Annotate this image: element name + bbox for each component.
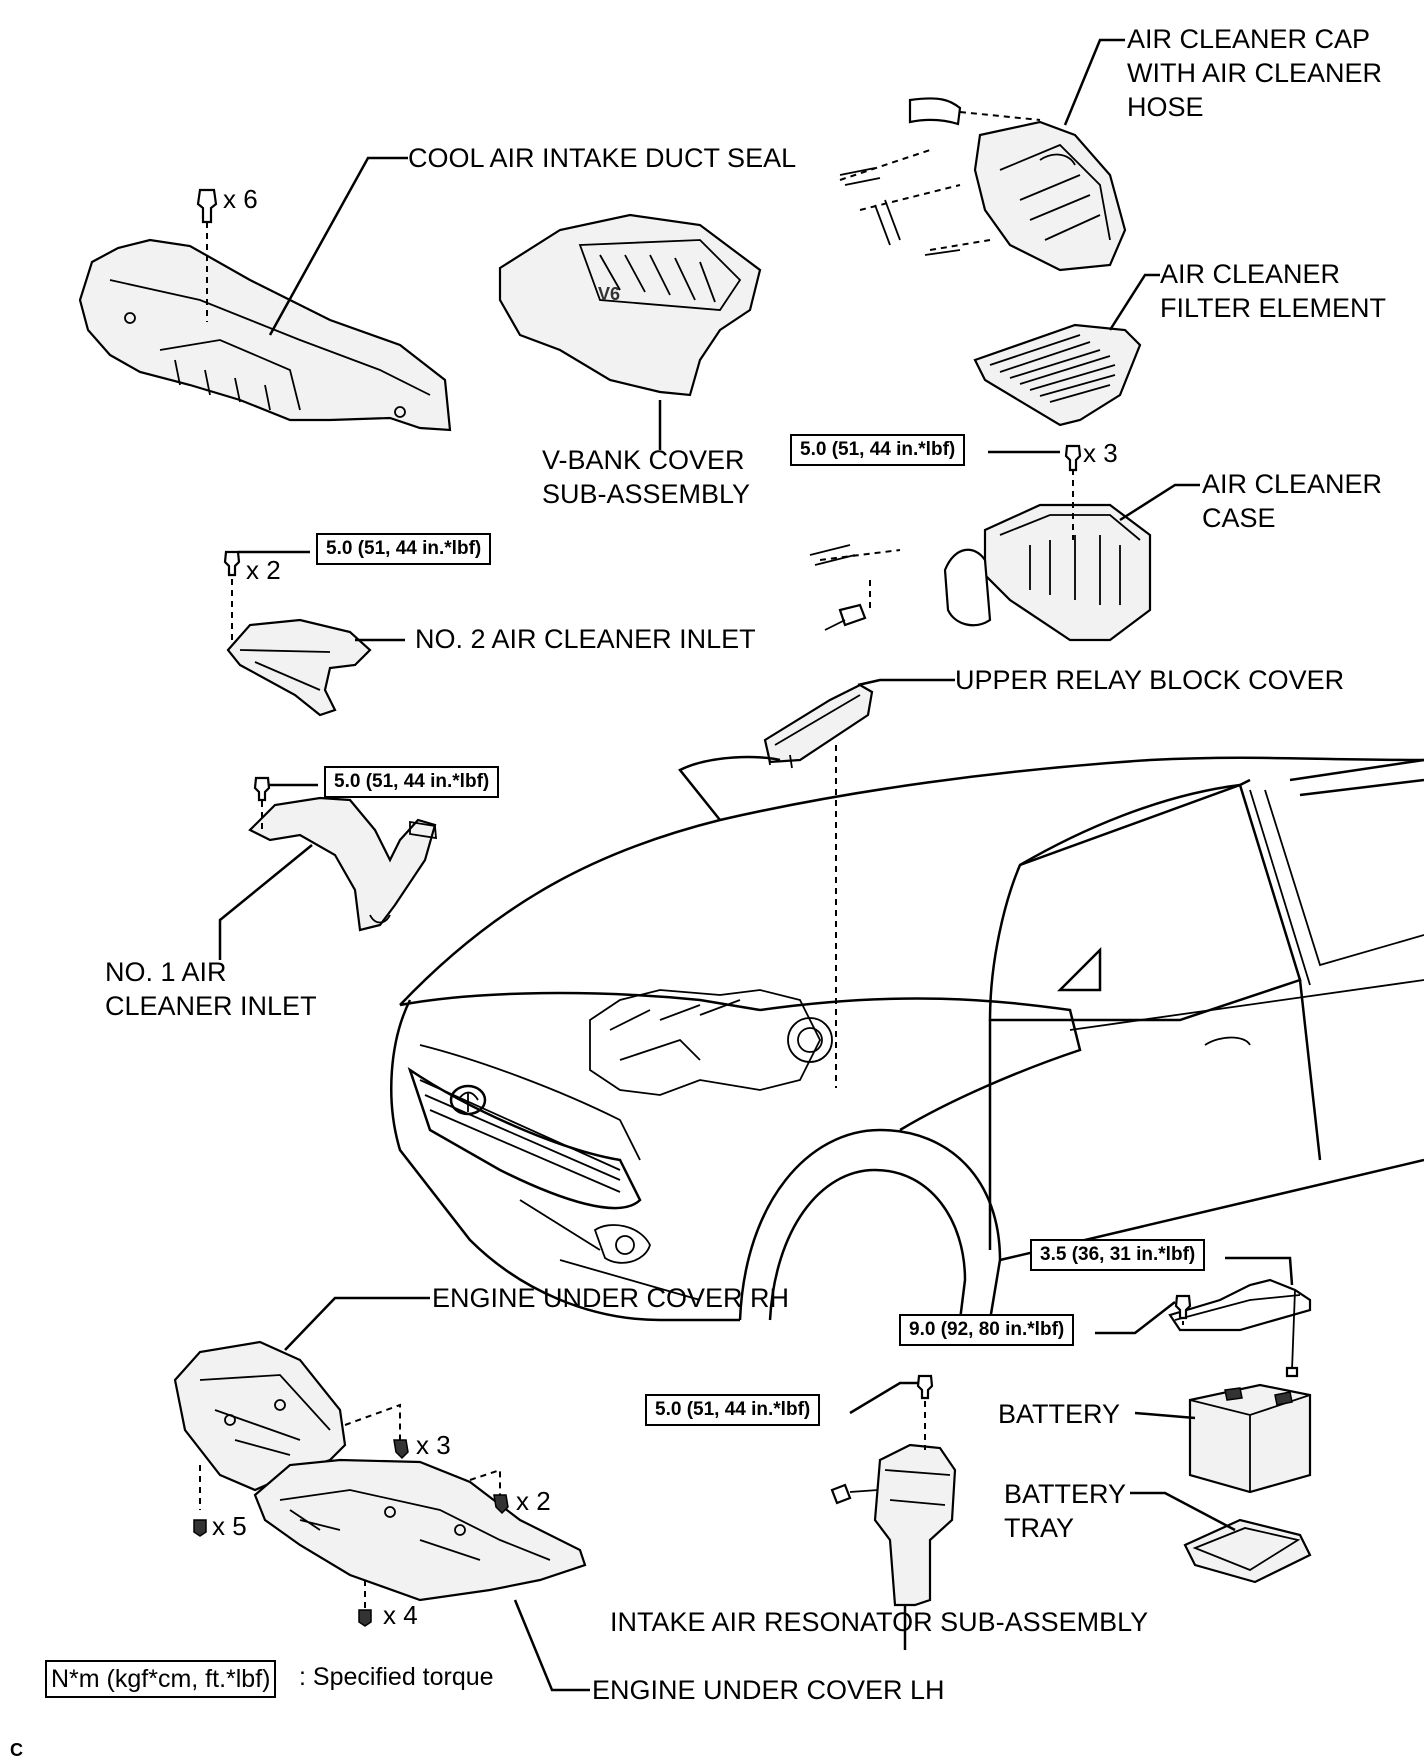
cool-air-intake-duct-seal-part [78,188,452,432]
torque-resonator: 5.0 (51, 44 in.*lbf) [645,1394,821,1426]
torque-battery-clamp-b: 9.0 (92, 80 in.*lbf) [899,1314,1075,1346]
engine-under-cover-lh-part [253,1458,587,1627]
leader-lh-cover [513,1599,590,1692]
torque-no2-inlet: 5.0 (51, 44 in.*lbf) [316,533,492,565]
leader-battery [1134,1411,1196,1420]
leader-duct-seal [268,156,408,336]
qty-lh-cover-clips: x 2 [516,1486,551,1516]
label-air-cleaner-case-line1: AIR CLEANER [1202,469,1383,499]
label-battery: BATTERY [998,1399,1121,1429]
label-cool-air-intake-duct-seal: COOL AIR INTAKE DUCT SEAL [408,143,797,173]
air-cleaner-filter-element-part [973,323,1142,427]
label-no1-air-cleaner-inlet-line2: CLEANER INLET [105,991,317,1021]
label-battery-tray-line1: BATTERY [1004,1479,1127,1509]
svg-text:V6: V6 [598,284,620,304]
leader-clamp-b [1095,1301,1176,1335]
leader-relay-cover [857,678,955,687]
label-air-cleaner-cap-line2: WITH AIR CLEANER [1127,58,1383,88]
battery-clamp-part [1168,1278,1312,1378]
leader-resonator-torque [849,1381,919,1415]
upper-relay-block-cover-part [763,683,874,769]
air-cleaner-cap-part [839,97,1127,272]
label-air-cleaner-filter-line1: AIR CLEANER [1160,259,1341,289]
battery-tray-part [1183,1518,1312,1584]
label-air-cleaner-cap-line3: HOSE [1127,92,1204,122]
corner-mark: C [10,1740,23,1760]
qty-case-bolts: x 3 [1083,438,1118,468]
leader-rh-cover [284,1296,430,1351]
battery-part [1188,1383,1312,1494]
leader-clamp-a [1225,1256,1294,1286]
leader-filter [1108,273,1160,331]
intake-air-resonator-part [830,1374,957,1607]
leader-cap [1063,38,1125,126]
no1-air-cleaner-inlet-part [248,776,437,932]
qty-no2-inlet-bolts: x 2 [246,555,281,585]
label-battery-tray-line2: TRAY [1004,1513,1075,1543]
label-upper-relay-block-cover: UPPER RELAY BLOCK COVER [955,665,1345,695]
label-no1-air-cleaner-inlet-line1: NO. 1 AIR [105,957,227,987]
label-v-bank-cover-line1: V-BANK COVER [542,445,745,475]
label-engine-under-cover-lh: ENGINE UNDER COVER LH [592,1675,945,1705]
torque-battery-clamp-a: 3.5 (36, 31 in.*lbf) [1030,1239,1206,1271]
torque-no1-inlet: 5.0 (51, 44 in.*lbf) [324,766,500,798]
leader-battery-tray [1130,1491,1236,1532]
no2-air-cleaner-inlet-part [223,550,372,717]
qty-duct-seal-clips: x 6 [223,184,258,214]
label-air-cleaner-case-line2: CASE [1202,503,1276,533]
qty-rh-cover-clips: x 3 [416,1430,451,1460]
qty-rh-cover-bolts: x 5 [212,1511,247,1541]
label-engine-under-cover-rh: ENGINE UNDER COVER RH [432,1283,790,1313]
leader-case [1119,483,1200,522]
vehicle-outline [390,755,1424,1322]
legend-description: : Specified torque [299,1663,494,1691]
torque-air-cleaner-case: 5.0 (51, 44 in.*lbf) [790,434,966,466]
label-v-bank-cover-line2: SUB-ASSEMBLY [542,479,751,509]
label-no2-air-cleaner-inlet: NO. 2 AIR CLEANER INLET [415,624,756,654]
air-cleaner-case-part [809,444,1152,642]
v-bank-cover-part: V6 [498,213,762,397]
legend-torque-unit: N*m (kgf*cm, ft.*lbf) [45,1660,277,1698]
label-intake-air-resonator: INTAKE AIR RESONATOR SUB-ASSEMBLY [610,1607,1149,1637]
label-air-cleaner-cap-line1: AIR CLEANER CAP [1127,24,1371,54]
engine-under-cover-rh-part [173,1340,409,1537]
leader-no1-inlet [218,844,313,960]
label-air-cleaner-filter-line2: FILTER ELEMENT [1160,293,1387,323]
qty-lh-cover-bolts: x 4 [383,1600,418,1630]
